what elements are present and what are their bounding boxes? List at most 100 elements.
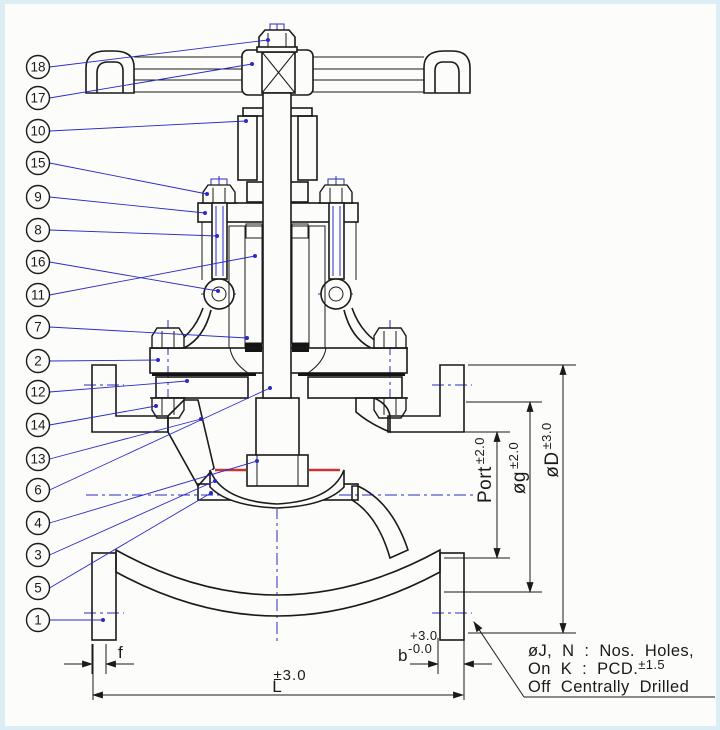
leader-dot bbox=[205, 192, 209, 196]
outlet-wall-top bbox=[355, 397, 391, 434]
handwheel-rim-right bbox=[423, 50, 471, 94]
leader-dot bbox=[250, 62, 254, 66]
balloon-16 bbox=[25, 249, 51, 275]
balloon-15 bbox=[25, 150, 51, 176]
balloon-number-1: 1 bbox=[34, 613, 42, 628]
balloon-leader-14 bbox=[49, 405, 157, 426]
body-bottom-wall bbox=[115, 548, 441, 617]
balloon-6 bbox=[25, 477, 51, 503]
balloon-number-12: 12 bbox=[30, 385, 45, 400]
leader-dot bbox=[266, 38, 270, 42]
balloon-number-11: 11 bbox=[31, 288, 45, 303]
balloon-17 bbox=[25, 85, 51, 111]
dim-b-label: b bbox=[398, 646, 407, 665]
balloon-leader-9 bbox=[49, 196, 206, 214]
balloon-leader-17 bbox=[49, 63, 253, 99]
balloon-number-13: 13 bbox=[30, 452, 45, 467]
disc bbox=[209, 469, 345, 509]
inlet-wall bbox=[167, 399, 215, 488]
balloon-number-5: 5 bbox=[34, 581, 42, 596]
bonnet-bolt-nut bbox=[371, 327, 409, 349]
end-flange-left-bottom bbox=[91, 552, 117, 641]
balloon-leader-18 bbox=[49, 39, 269, 68]
balloon-leader-4 bbox=[49, 460, 258, 524]
dim-D-label: øD±3.0 bbox=[539, 422, 563, 478]
balloon-number-4: 4 bbox=[34, 516, 42, 531]
bonnet-bolt-nut bbox=[149, 327, 187, 349]
eye-bolts bbox=[200, 178, 357, 310]
leader-dot bbox=[215, 234, 219, 238]
dim-f-label: f bbox=[118, 643, 123, 662]
dim-L-tol: ±3.0 bbox=[273, 667, 306, 684]
balloon-leader-11 bbox=[49, 255, 256, 296]
note-line-1: øJ, N : Nos. Holes, bbox=[528, 642, 694, 660]
balloon-leader-10 bbox=[49, 120, 247, 132]
leader-dot bbox=[101, 618, 105, 622]
leader-dot bbox=[203, 211, 207, 215]
balloon-12 bbox=[25, 379, 51, 405]
balloon-1 bbox=[25, 607, 51, 633]
leader-dot bbox=[209, 491, 213, 495]
balloon-2 bbox=[25, 348, 51, 374]
balloon-leader-7 bbox=[49, 326, 248, 339]
leader-dot bbox=[244, 119, 248, 123]
leader-dot bbox=[253, 254, 257, 258]
balloon-leader-3 bbox=[49, 480, 216, 556]
eyebolt-eye-right bbox=[320, 278, 352, 310]
dim-b-tol-plus: +3.0 bbox=[410, 628, 438, 643]
balloon-leader-12 bbox=[49, 380, 188, 393]
balloon-7 bbox=[25, 314, 51, 340]
end-flange-right-bottom bbox=[439, 552, 465, 641]
leader-dot bbox=[156, 358, 160, 362]
dim-port-label: Port±2.0 bbox=[472, 437, 496, 503]
balloon-5 bbox=[25, 575, 51, 601]
balloon-10 bbox=[25, 118, 51, 144]
balloon-number-18: 18 bbox=[30, 60, 45, 75]
leader-dot bbox=[213, 479, 217, 483]
disc-assembly bbox=[209, 397, 345, 509]
balloon-number-8: 8 bbox=[34, 223, 42, 238]
balloon-14 bbox=[25, 412, 51, 438]
balloon-11 bbox=[25, 282, 51, 308]
handwheel-washer bbox=[256, 46, 298, 53]
balloon-leader-13 bbox=[49, 418, 202, 460]
leader-dot bbox=[216, 289, 220, 293]
balloon-3 bbox=[25, 542, 51, 568]
note-line-3: Off Centrally Drilled bbox=[528, 678, 689, 696]
stem-lower bbox=[255, 397, 300, 457]
balloon-number-6: 6 bbox=[34, 483, 42, 498]
balloon-leader-2 bbox=[49, 359, 159, 362]
leader-dot bbox=[255, 459, 259, 463]
body-flange bbox=[155, 376, 403, 399]
eyebolt-nut-right bbox=[317, 184, 355, 204]
balloon-leader-5 bbox=[49, 492, 212, 589]
dim-g-label: øg±2.0 bbox=[506, 442, 530, 494]
balloon-18 bbox=[25, 54, 51, 80]
handwheel-rim-left bbox=[85, 50, 135, 94]
balloon-number-14: 14 bbox=[30, 418, 46, 433]
balloon-9 bbox=[25, 184, 51, 210]
note-leader-arrow bbox=[473, 621, 525, 698]
balloon-number-2: 2 bbox=[34, 354, 42, 369]
leader-dot bbox=[245, 336, 249, 340]
sheet-background bbox=[5, 4, 716, 726]
balloon-number-17: 17 bbox=[30, 91, 45, 106]
dim-b-tol-minus: -0.0 bbox=[408, 641, 432, 656]
balloon-leader-8 bbox=[49, 229, 218, 237]
balloon-leader-15 bbox=[49, 162, 208, 195]
leader-dot bbox=[154, 404, 158, 408]
balloon-number-3: 3 bbox=[34, 548, 42, 563]
leader-dot bbox=[268, 386, 272, 390]
dim-L-label: L bbox=[272, 677, 281, 696]
balloon-number-15: 15 bbox=[30, 156, 45, 171]
balloon-number-10: 10 bbox=[30, 124, 45, 139]
diameter-dimensions: Port±2.0 øg±2.0 øD±3.0 bbox=[444, 363, 576, 635]
eyebolt-eye-left bbox=[203, 278, 235, 310]
balloon-number-7: 7 bbox=[34, 320, 42, 335]
balloon-13 bbox=[25, 446, 51, 472]
balloon-number-16: 16 bbox=[30, 255, 45, 270]
balloon-leader-16 bbox=[49, 261, 219, 292]
